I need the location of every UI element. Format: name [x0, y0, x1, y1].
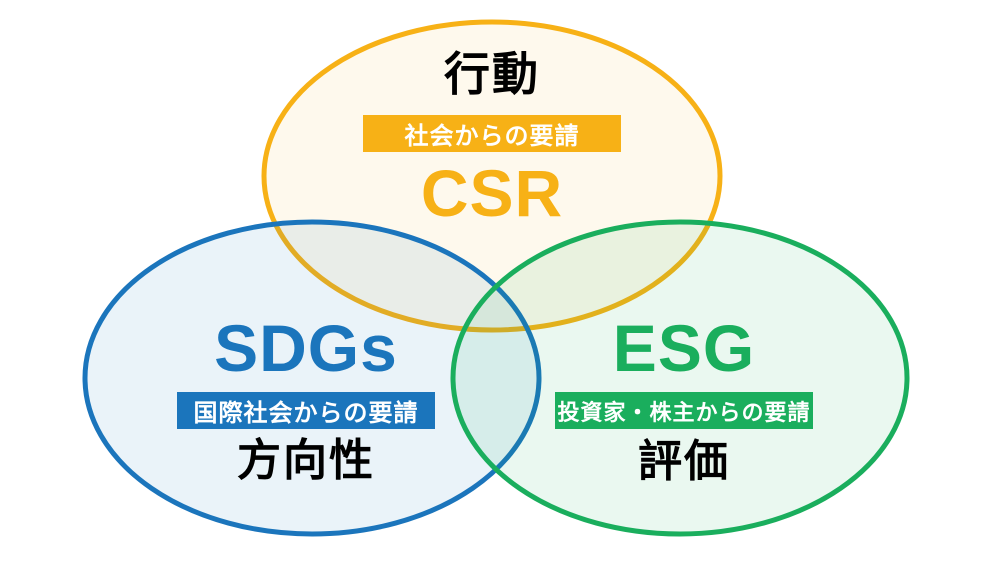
- sdgs-badge: 国際社会からの要請: [177, 392, 435, 429]
- esg-badge: 投資家・株主からの要請: [555, 392, 813, 429]
- sdgs-ellipse: [82, 219, 542, 537]
- sdgs-bottom-label: 方向性: [237, 436, 375, 485]
- sdgs-section: SDGs 国際社会からの要請 方向性: [116, 315, 496, 485]
- esg-bottom-label: 評価: [638, 437, 730, 486]
- csr-top-label: 行動: [444, 48, 540, 100]
- csr-badge: 社会からの要請: [363, 114, 621, 152]
- csr-section: 行動 社会からの要請 CSR: [302, 48, 682, 226]
- sdgs-title: SDGs: [214, 311, 398, 385]
- csr-ellipse: [261, 19, 723, 333]
- esg-title: ESG: [612, 311, 756, 385]
- csr-title: CSR: [420, 155, 564, 230]
- esg-section: ESG 投資家・株主からの要請 評価: [494, 315, 874, 486]
- esg-ellipse: [450, 219, 910, 537]
